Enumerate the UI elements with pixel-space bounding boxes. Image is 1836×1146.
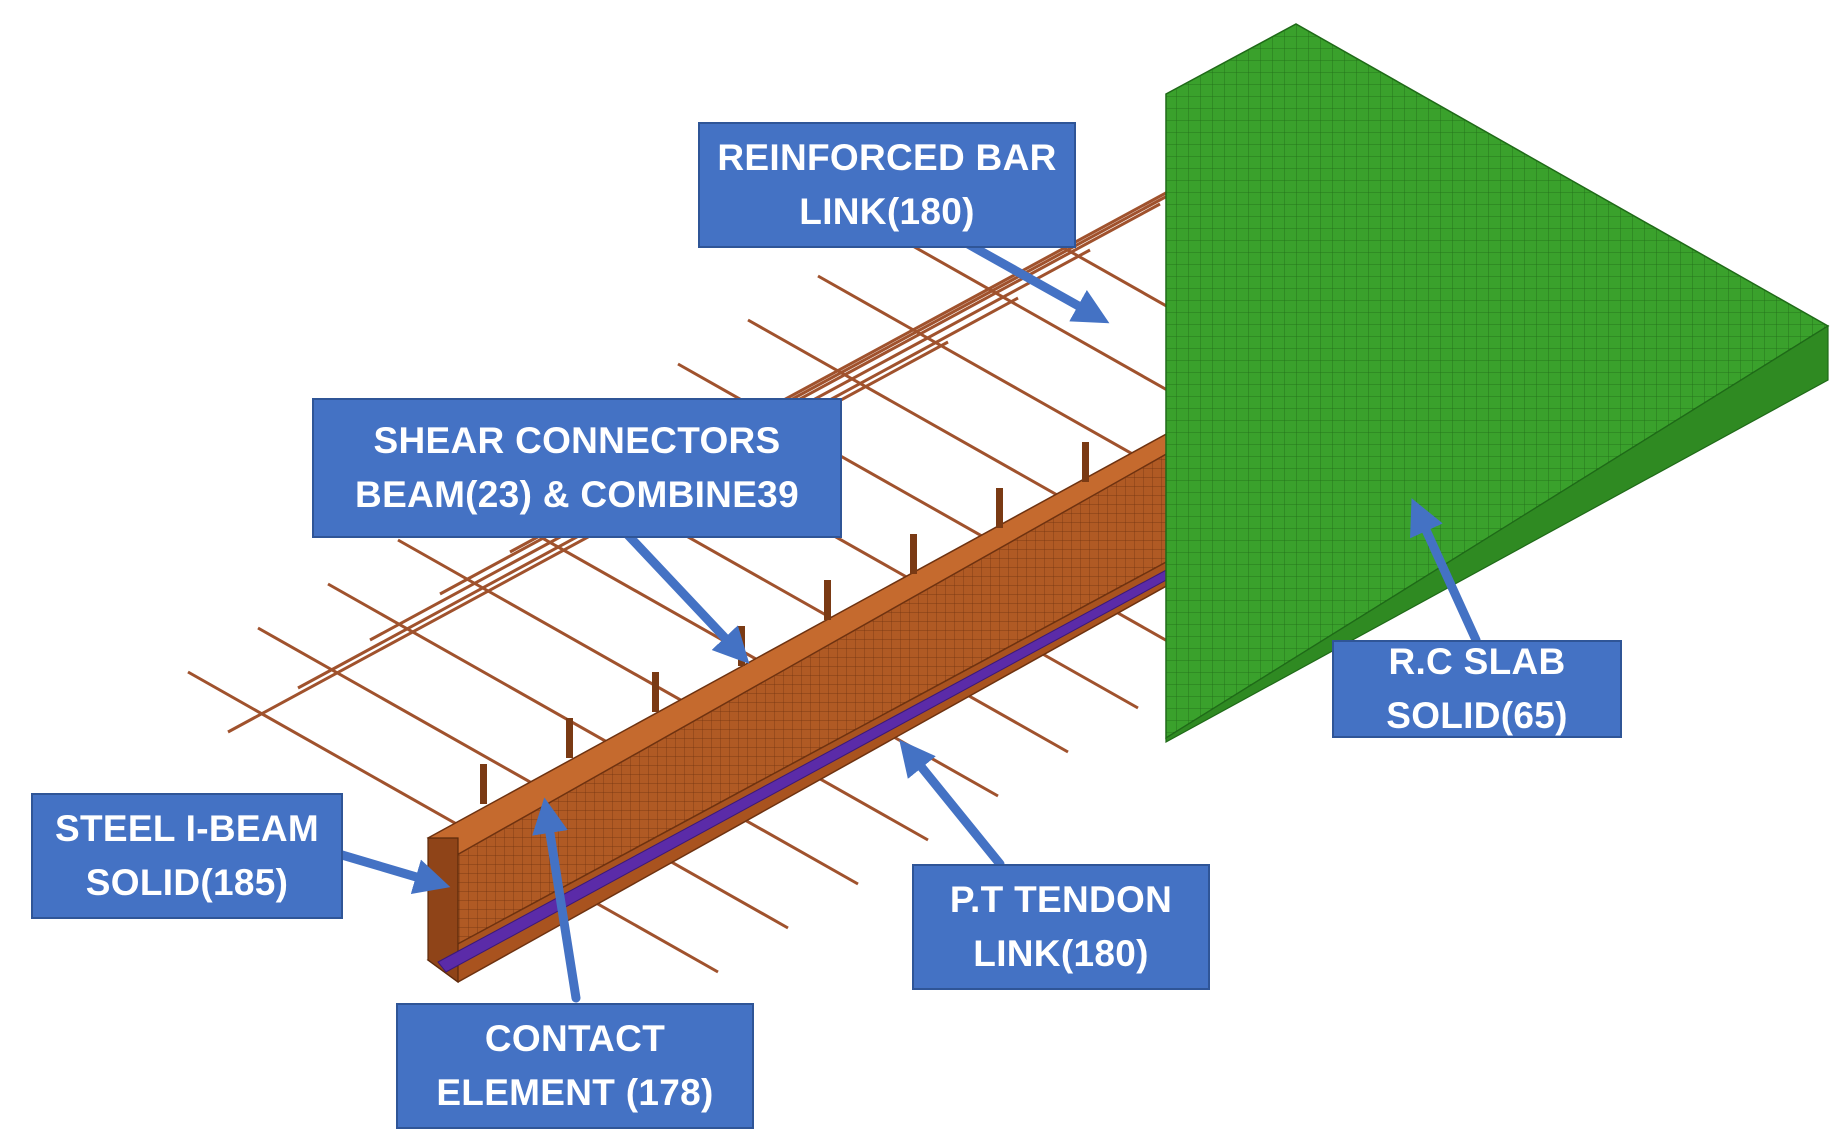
label-steel-i-beam-line2: SOLID(185) (85, 862, 289, 903)
shear-stud (566, 718, 573, 758)
label-pt-tendon-line1: P.T TENDON (949, 879, 1173, 920)
shear-stud (910, 534, 917, 574)
slab-side-face (1165, 324, 1829, 744)
label-reinforced-bar-line1: REINFORCED BAR (717, 137, 1057, 178)
label-reinforced-bar-line2: LINK(180) (799, 191, 975, 232)
label-contact-element-line1: CONTACT (484, 1018, 666, 1059)
rebar-transverse (397, 538, 929, 842)
label-shear-connectors-line2: BEAM(23) & COMBINE39 (355, 474, 799, 515)
shear-stud (824, 580, 831, 620)
shear-stud (996, 488, 1003, 528)
arrow-reinforced-bar (963, 239, 1110, 324)
arrow-contact-element (532, 797, 581, 1003)
arrow-rc-slab (1410, 498, 1481, 645)
label-reinforced-bar: REINFORCED BAR LINK(180) (698, 122, 1076, 248)
label-pt-tendon: P.T TENDON LINK(180) (912, 864, 1210, 990)
label-steel-i-beam: STEEL I-BEAM SOLID(185) (31, 793, 343, 919)
shear-stud (652, 672, 659, 712)
label-rc-slab-line2: SOLID(65) (1386, 695, 1568, 736)
arrow-shear-connectors (623, 530, 750, 664)
shear-stud (1082, 442, 1089, 482)
label-rc-slab-line1: R.C SLAB (1388, 641, 1566, 682)
label-rc-slab: R.C SLAB SOLID(65) (1332, 640, 1622, 738)
label-shear-connectors: SHEAR CONNECTORS BEAM(23) & COMBINE39 (312, 398, 842, 538)
rebar-transverse (327, 582, 859, 886)
label-steel-i-beam-line1: STEEL I-BEAM (55, 808, 319, 849)
label-contact-element: CONTACT ELEMENT (178) (396, 1003, 754, 1129)
rc-slab-solid (1165, 23, 1830, 744)
label-shear-connectors-line1: SHEAR CONNECTORS (373, 420, 781, 461)
shear-stud (480, 764, 487, 804)
rebar-transverse (187, 670, 719, 974)
arrow-steel-beam (337, 850, 451, 895)
label-contact-element-line2: ELEMENT (178) (436, 1072, 714, 1113)
rebar-transverse (257, 626, 789, 930)
steel-i-beam (426, 430, 1171, 984)
slab-top-face (1165, 23, 1830, 740)
callout-arrows (337, 239, 1481, 1003)
label-pt-tendon-line2: LINK(180) (973, 933, 1149, 974)
arrow-pt-tendon (899, 739, 1005, 869)
